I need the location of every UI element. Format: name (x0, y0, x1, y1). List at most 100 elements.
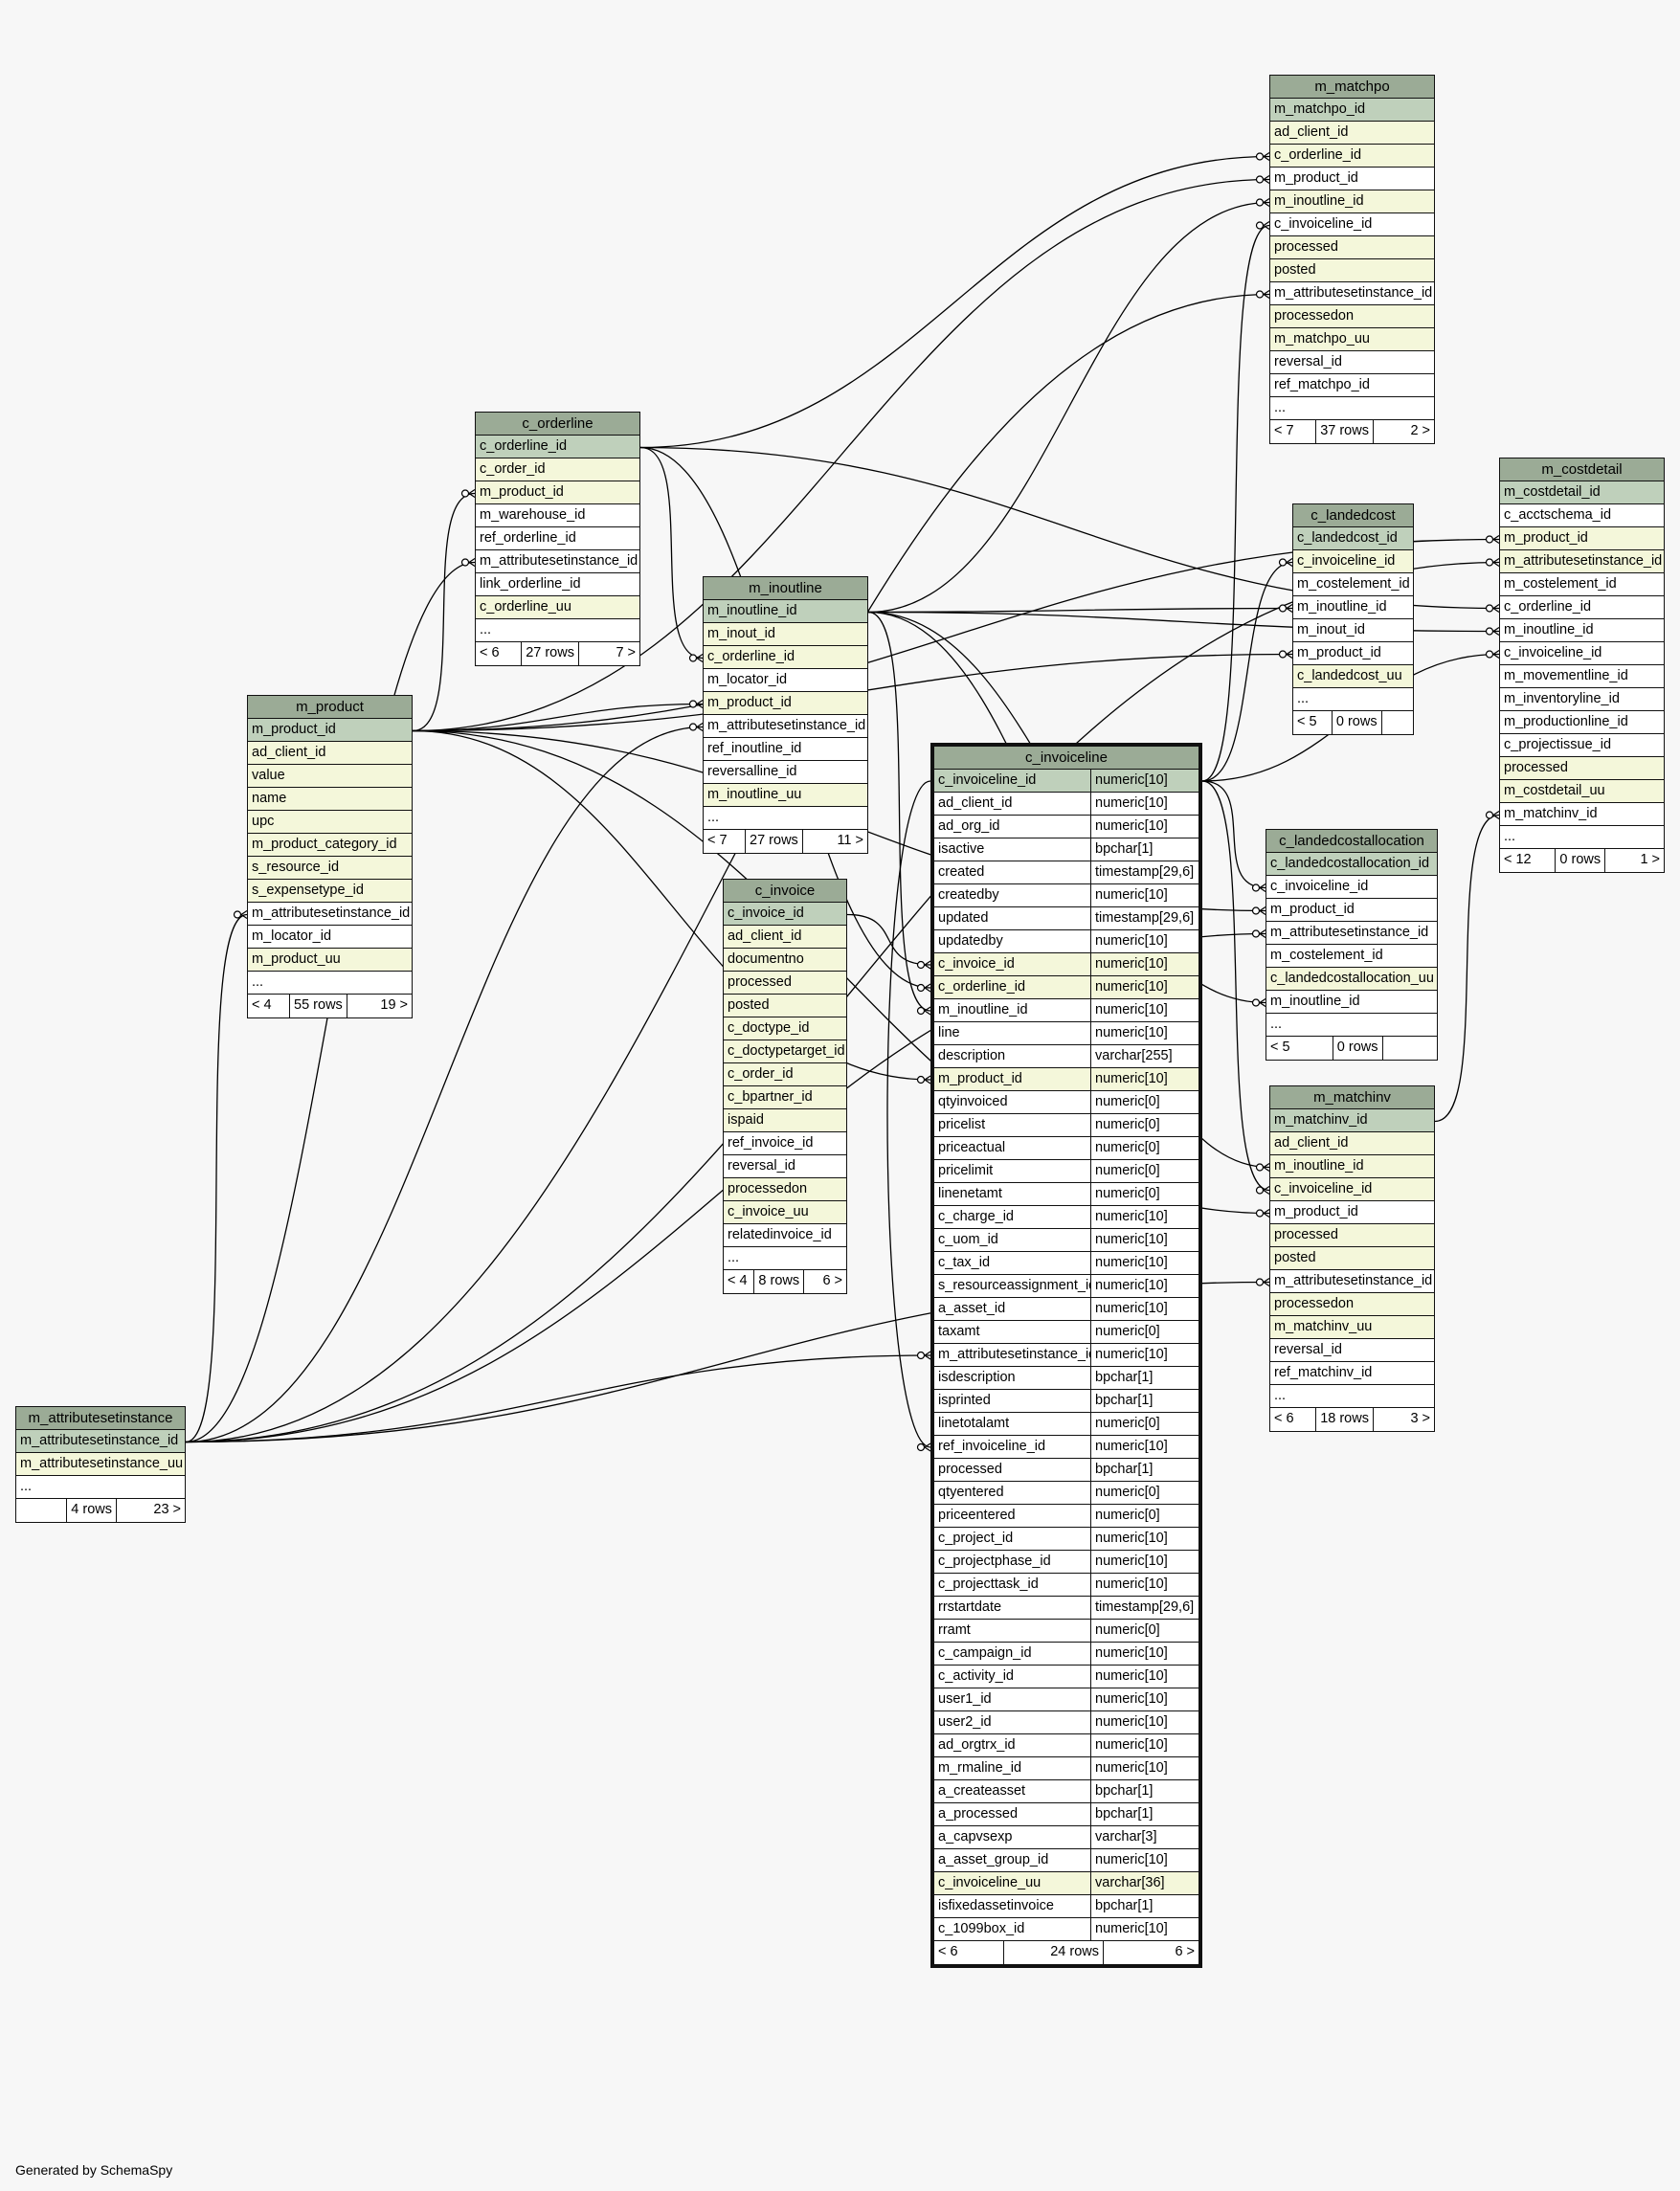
column-row[interactable]: m_costdetail_id (1500, 481, 1664, 504)
column-row[interactable]: ... (248, 972, 412, 995)
column-row[interactable]: processed (1500, 757, 1664, 780)
column-row[interactable]: ref_matchinv_id (1270, 1362, 1434, 1385)
column-row[interactable]: reversal_id (1270, 351, 1434, 374)
column-row[interactable]: m_attributesetinstance_id (476, 550, 639, 573)
column-row[interactable]: reversal_id (724, 1155, 846, 1178)
footer-right[interactable]: 6 > (803, 1270, 846, 1293)
column-row[interactable]: ... (1266, 1014, 1437, 1037)
footer-right[interactable]: 7 > (577, 642, 639, 665)
column-row[interactable]: upc (248, 811, 412, 834)
column-row[interactable]: c_invoiceline_id (1270, 1178, 1434, 1201)
column-row[interactable]: m_product_id (1293, 642, 1413, 665)
column-row[interactable]: ... (704, 807, 867, 830)
column-row[interactable]: m_attributesetinstance_id (248, 903, 412, 926)
footer-left[interactable] (16, 1499, 66, 1522)
column-row[interactable]: c_doctypetarget_id (724, 1040, 846, 1063)
column-row[interactable]: c_projectissue_id (1500, 734, 1664, 757)
footer-left[interactable]: < 12 (1504, 852, 1532, 867)
footer-left[interactable]: < 4 (728, 1273, 748, 1288)
column-row[interactable]: m_matchpo_uu (1270, 328, 1434, 351)
column-row[interactable]: posted (724, 995, 846, 1017)
column-row[interactable]: c_landedcost_id (1293, 527, 1413, 550)
footer-right[interactable]: 11 > (801, 830, 867, 853)
column-row[interactable]: m_matchinv_id (1270, 1109, 1434, 1132)
column-row[interactable]: ad_client_id (248, 742, 412, 765)
footer-right[interactable]: 6 > (1103, 1941, 1198, 1964)
column-row[interactable]: c_order_id (724, 1063, 846, 1086)
footer-right[interactable] (1380, 711, 1413, 734)
column-row[interactable]: m_inout_id (704, 623, 867, 646)
column-row[interactable]: m_inoutline_uu (704, 784, 867, 807)
footer-right[interactable]: 23 > (116, 1499, 185, 1522)
footer-left[interactable]: < 5 (1297, 714, 1317, 729)
column-row[interactable]: m_productionline_id (1500, 711, 1664, 734)
column-row[interactable]: m_attributesetinstance_id (1266, 922, 1437, 945)
column-row[interactable]: ref_matchpo_id (1270, 374, 1434, 397)
column-row[interactable]: m_inventoryline_id (1500, 688, 1664, 711)
column-row[interactable]: m_inoutline_id (704, 600, 867, 623)
column-row[interactable]: ... (1500, 826, 1664, 849)
column-row[interactable]: ref_inoutline_id (704, 738, 867, 761)
footer-left[interactable]: < 4 (252, 997, 272, 1013)
column-row[interactable]: m_costelement_id (1293, 573, 1413, 596)
column-row[interactable]: m_attributesetinstance_uu (16, 1453, 185, 1476)
column-row[interactable]: posted (1270, 259, 1434, 282)
column-row[interactable]: posted (1270, 1247, 1434, 1270)
column-row[interactable]: m_attributesetinstance_id (1500, 550, 1664, 573)
column-row[interactable]: reversal_id (1270, 1339, 1434, 1362)
column-row[interactable]: m_product_id (1270, 1201, 1434, 1224)
footer-left[interactable]: < 7 (707, 833, 728, 848)
column-row[interactable]: c_orderline_id (1270, 145, 1434, 168)
column-row[interactable]: c_invoiceline_id (1270, 213, 1434, 236)
column-row[interactable]: ... (1270, 397, 1434, 420)
column-row[interactable]: m_product_id (248, 719, 412, 742)
column-row[interactable]: s_expensetype_id (248, 880, 412, 903)
column-row[interactable]: ad_client_id (1270, 122, 1434, 145)
column-row[interactable]: ad_client_id (1270, 1132, 1434, 1155)
footer-left[interactable]: < 5 (1270, 1040, 1290, 1055)
column-row[interactable]: m_inoutline_id (1500, 619, 1664, 642)
column-row[interactable]: value (248, 765, 412, 788)
footer-left[interactable]: < 6 (938, 1944, 958, 1959)
column-row[interactable]: c_order_id (476, 458, 639, 481)
column-row[interactable]: m_costdetail_uu (1500, 780, 1664, 803)
column-row[interactable]: m_product_id (1270, 168, 1434, 190)
column-row[interactable]: m_attributesetinstance_id (1270, 1270, 1434, 1293)
column-row[interactable]: m_attributesetinstance_id (16, 1430, 185, 1453)
column-row[interactable]: m_product_category_id (248, 834, 412, 857)
column-row[interactable]: m_inoutline_id (1293, 596, 1413, 619)
column-row[interactable]: c_orderline_uu (476, 596, 639, 619)
column-row[interactable]: c_invoice_uu (724, 1201, 846, 1224)
column-row[interactable]: c_acctschema_id (1500, 504, 1664, 527)
column-row[interactable]: c_invoiceline_id (1293, 550, 1413, 573)
column-row[interactable]: documentno (724, 949, 846, 972)
column-row[interactable]: m_costelement_id (1500, 573, 1664, 596)
